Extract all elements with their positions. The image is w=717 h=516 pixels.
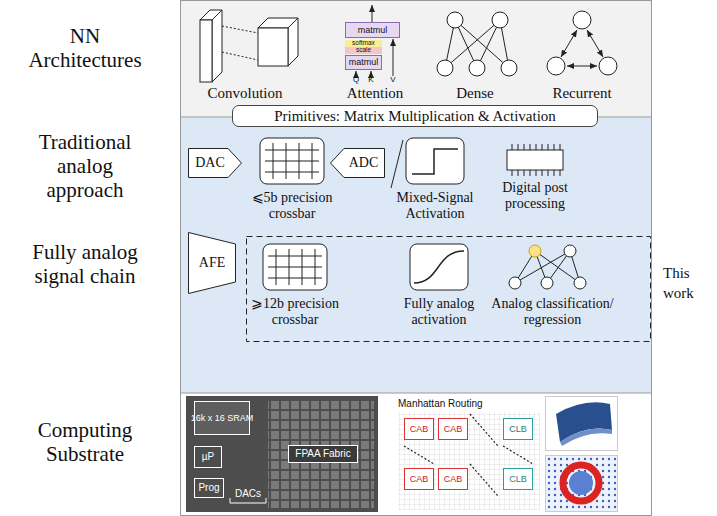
node-text: matmul bbox=[346, 23, 399, 37]
primitives-box: Primitives: Matrix Multiplication & Acti… bbox=[232, 105, 598, 127]
node-text: softmax bbox=[345, 40, 382, 47]
digital-block: Digital post processing bbox=[480, 140, 590, 220]
node-text: Prog bbox=[195, 479, 223, 497]
panel-border bbox=[181, 1, 652, 516]
activation-block: Fully analog activation bbox=[389, 244, 489, 334]
processor-block: µP bbox=[194, 446, 222, 468]
row-heading: Fully analog signal chain bbox=[15, 240, 155, 288]
node-text: CLB bbox=[504, 469, 532, 489]
input-label: K bbox=[365, 76, 377, 84]
cab-box: CAB bbox=[404, 468, 434, 490]
convolution-icon bbox=[200, 10, 298, 82]
node-text: Fully analog activation bbox=[389, 296, 489, 328]
clb-box: CLB bbox=[503, 468, 533, 490]
row-heading: NN Architectures bbox=[15, 24, 155, 72]
crossbar-block: ⩾12b precision crossbar bbox=[247, 244, 343, 334]
node-text: 16k x 16 SRAM bbox=[195, 402, 249, 434]
afe-block: AFE bbox=[188, 232, 236, 294]
node-text: ⩽5b precision crossbar bbox=[242, 190, 342, 222]
manhattan-routing bbox=[398, 412, 540, 510]
classifier-network-icon bbox=[509, 245, 586, 289]
step-activation-icon bbox=[406, 138, 464, 184]
figure-title: Manhattan Routing bbox=[398, 398, 540, 410]
node-text: Mixed-Signal Activation bbox=[385, 190, 485, 222]
architecture-label: Dense bbox=[425, 85, 525, 102]
adc-block: ADC bbox=[330, 148, 385, 178]
matmul-box: matmul bbox=[345, 22, 400, 38]
scale-box: scale bbox=[345, 47, 382, 54]
node-text: AFE bbox=[188, 232, 236, 294]
crossbar-icon bbox=[263, 244, 327, 290]
activation-block: Mixed-Signal Activation bbox=[385, 138, 485, 228]
classifier-block: Analog classification/ regression bbox=[485, 244, 620, 334]
this-work-outline bbox=[247, 237, 651, 342]
separator-slash bbox=[391, 140, 403, 188]
row-heading: Traditional analog approach bbox=[25, 130, 145, 202]
recurrent-icon bbox=[547, 11, 617, 75]
matmul-box: matmul bbox=[345, 55, 382, 70]
crossbar-block: ⩽5b precision crossbar bbox=[242, 138, 342, 228]
node-text: FPAA Fabric bbox=[289, 446, 357, 462]
softmax-box: softmax bbox=[345, 40, 382, 47]
architecture-label: Attention bbox=[325, 85, 425, 102]
node-text: CAB bbox=[439, 469, 467, 489]
architecture-band bbox=[180, 0, 652, 117]
cab-box: CAB bbox=[404, 418, 434, 440]
classification-plot bbox=[546, 456, 618, 512]
node-text: Analog classification/ regression bbox=[485, 296, 620, 328]
clb-box: CLB bbox=[503, 418, 533, 440]
crossbar-icon bbox=[260, 138, 324, 184]
architecture-label: Convolution bbox=[195, 85, 295, 102]
node-text: scale bbox=[345, 47, 382, 54]
node-text: matmul bbox=[346, 56, 381, 69]
node-text: CLB bbox=[504, 419, 532, 439]
node-text: µP bbox=[195, 447, 221, 467]
node-text: CAB bbox=[439, 419, 467, 439]
node-text: Primitives: Matrix Multiplication & Acti… bbox=[233, 106, 597, 126]
analog-band bbox=[180, 117, 652, 393]
fabric-box: FPAA Fabric bbox=[288, 445, 358, 463]
input-label: V bbox=[387, 76, 399, 84]
band-divider bbox=[180, 393, 652, 394]
die-photo bbox=[186, 396, 378, 512]
input-label: Q bbox=[350, 76, 362, 84]
programmer-block: Prog bbox=[194, 478, 224, 498]
cab-box: CAB bbox=[438, 468, 468, 490]
node-text: CAB bbox=[405, 469, 433, 489]
digital-chip-icon bbox=[507, 144, 563, 176]
node-text: Digital post processing bbox=[480, 180, 590, 212]
this-work-region: This work ⩾12b precision crossbar Fully an… bbox=[246, 236, 708, 342]
row-heading: Computing Substrate bbox=[25, 418, 145, 466]
dense-icon bbox=[437, 12, 517, 76]
sigmoid-activation-icon bbox=[410, 244, 468, 290]
chip-label: DACs bbox=[228, 488, 268, 500]
cab-box: CAB bbox=[438, 418, 468, 440]
sram-block: 16k x 16 SRAM bbox=[194, 401, 250, 435]
node-text: DAC bbox=[188, 148, 232, 178]
node-text: This work bbox=[663, 264, 709, 303]
architecture-label: Recurrent bbox=[532, 85, 632, 102]
dac-block: DAC bbox=[188, 148, 242, 178]
node-text: CAB bbox=[405, 419, 433, 439]
node-text: ADC bbox=[342, 148, 385, 178]
substrate-band bbox=[180, 393, 652, 516]
regression-plot bbox=[546, 397, 618, 451]
node-text: ⩾12b precision crossbar bbox=[247, 296, 343, 328]
